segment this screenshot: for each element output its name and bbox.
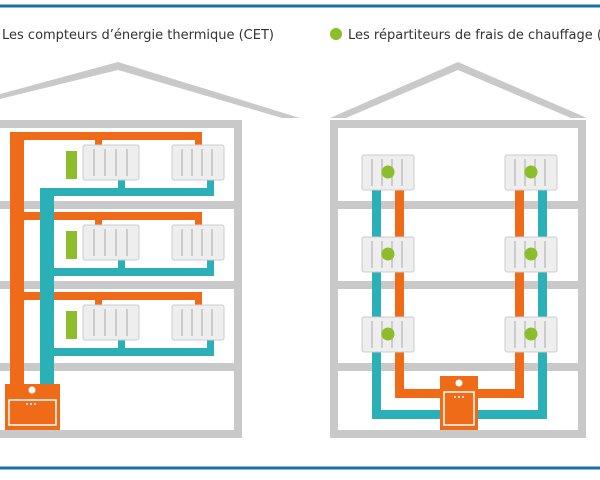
heat-meter-icon (66, 311, 77, 339)
floor-left-3 (0, 281, 242, 289)
return-pipes-right (372, 188, 547, 419)
radiator-icon (171, 144, 225, 181)
hot-drop-3b (195, 292, 202, 308)
hot-pipes-left (10, 132, 202, 394)
return-riser-r1 (372, 188, 381, 418)
hot-bottom-r2 (472, 389, 524, 398)
ground-left (0, 430, 242, 438)
allocator-dot-icon (381, 165, 395, 179)
building-right (330, 62, 587, 438)
allocator-dot-icon (381, 327, 395, 341)
wall-right-right (578, 120, 586, 438)
allocator-dot-icon (524, 165, 538, 179)
return-up-1a (118, 176, 125, 194)
floor-left-4 (0, 363, 242, 371)
radiator-icon (504, 316, 558, 353)
roof-right-inner (346, 70, 571, 118)
radiator-icon (171, 304, 225, 341)
floor-right-2 (330, 201, 586, 209)
radiator-icon (82, 144, 140, 181)
floor-right-4 (330, 363, 586, 371)
wall-left-right (234, 120, 242, 438)
return-riser-r2 (538, 188, 547, 418)
legend-cet: Les compteurs d’énergie thermique (CET) (2, 28, 274, 43)
return-bottom-r1 (372, 410, 444, 419)
radiator-icon (361, 236, 415, 273)
hot-drop-3a (95, 292, 102, 308)
hot-bottom-r1 (395, 389, 447, 398)
return-riser-left (40, 188, 54, 392)
hot-pipes-right (395, 188, 524, 398)
hot-drop-1a (95, 132, 102, 148)
cet-legend-text: Les compteurs d’énergie thermique (CET) (2, 28, 274, 43)
allocator-dot-icon (524, 327, 538, 341)
floor-left-1 (0, 120, 242, 128)
hot-drop-1b (195, 132, 202, 148)
heat-meter-icon (66, 231, 77, 259)
roof-left-inner (0, 70, 282, 118)
return-up-2b (207, 256, 214, 274)
return-up-1b (207, 176, 214, 194)
radiator-icon (82, 304, 140, 341)
green-dot-icon (330, 28, 342, 40)
return-up-3b (207, 336, 214, 354)
return-pipes-left (40, 176, 214, 392)
hot-drop-2a (95, 212, 102, 228)
hot-branch-2 (10, 212, 202, 220)
allocator-dot-icon (381, 247, 395, 261)
ground-right (330, 430, 586, 438)
hot-riser-left (10, 132, 24, 394)
radiators-right (361, 154, 558, 353)
radiator-icon (504, 154, 558, 191)
allocator-dot-icon (524, 247, 538, 261)
heat-meters-left (66, 151, 77, 339)
boiler-icon (440, 376, 478, 430)
boiler-icon (5, 384, 60, 430)
hot-riser-r1 (395, 188, 404, 398)
return-branch-3 (40, 348, 214, 356)
building-left (0, 62, 300, 438)
heat-meter-icon (66, 151, 77, 179)
return-up-2a (118, 256, 125, 274)
radiators-left (82, 144, 225, 341)
floor-left-2 (0, 201, 242, 209)
return-up-3a (118, 336, 125, 354)
wall-right-left (330, 120, 338, 438)
radiator-icon (361, 154, 415, 191)
return-branch-1 (40, 188, 214, 196)
radiator-icon (171, 224, 225, 261)
radiator-icon (504, 236, 558, 273)
radiator-icon (361, 316, 415, 353)
hot-drop-2b (195, 212, 202, 228)
hot-branch-1 (10, 132, 202, 140)
radiator-icon (82, 224, 140, 261)
hot-riser-r2 (515, 188, 524, 398)
rfc-legend-text: Les répartiteurs de frais de chauffage (… (348, 28, 600, 43)
floor-right-1 (330, 120, 586, 128)
legend-rfc: Les répartiteurs de frais de chauffage (… (330, 28, 600, 43)
hot-branch-3 (10, 292, 202, 300)
return-branch-2 (40, 268, 214, 276)
floor-right-3 (330, 281, 586, 289)
return-bottom-r2 (475, 410, 547, 419)
